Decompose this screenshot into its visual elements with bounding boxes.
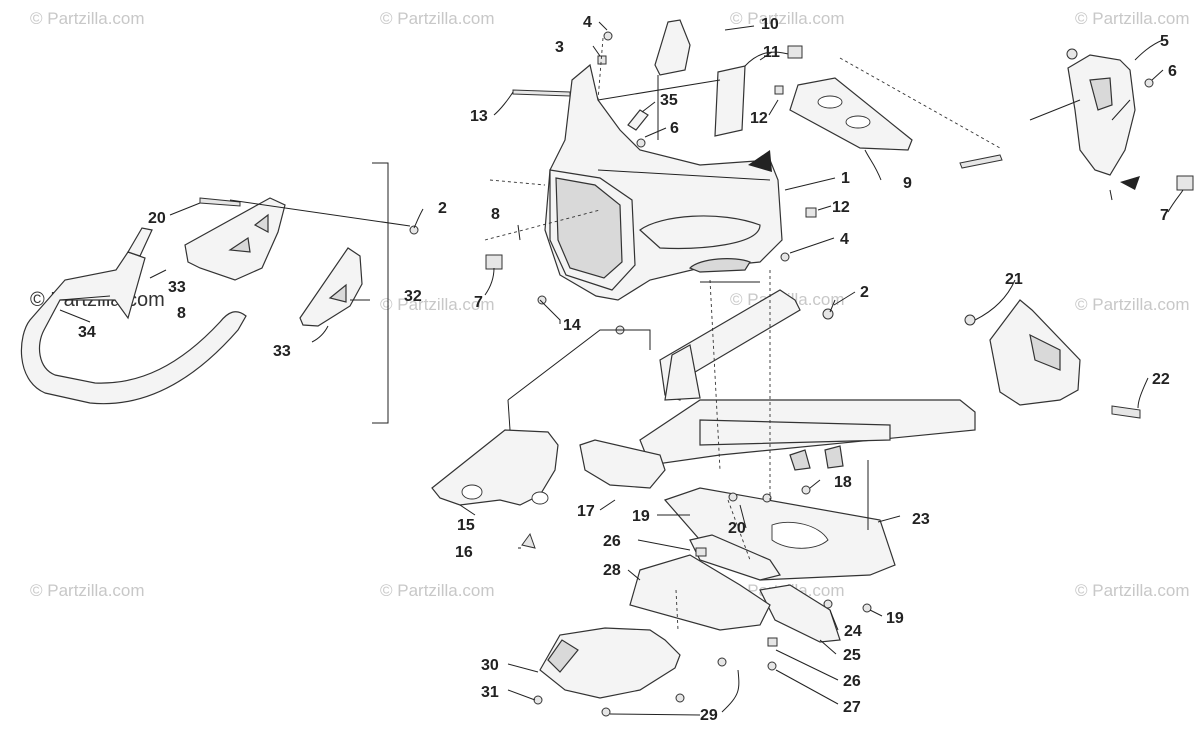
shield-30 <box>539 627 681 699</box>
callout-22: 22 <box>1152 371 1170 388</box>
callout-30: 30 <box>481 657 499 674</box>
part-11 <box>714 45 803 137</box>
callout-33: 33 <box>168 279 186 296</box>
arrow-indicator <box>748 150 772 172</box>
callout-27: 27 <box>843 699 861 716</box>
watermark: © Partzilla.com <box>30 9 145 28</box>
callout-7: 7 <box>474 294 483 311</box>
callout-2: 2 <box>860 284 869 301</box>
watermark: © Partzilla.com <box>30 581 145 600</box>
callout-4: 4 <box>583 14 592 31</box>
callout-14: 14 <box>563 317 581 334</box>
callout-28: 28 <box>603 562 621 579</box>
callout-12: 12 <box>750 110 768 127</box>
watermark: © Partzilla.com <box>730 9 845 28</box>
bracket-5 <box>1067 54 1136 201</box>
mount-21 <box>989 299 1081 406</box>
panel-10 <box>654 19 691 76</box>
assembly-lines <box>484 37 1001 631</box>
gasket-26 <box>689 534 781 581</box>
watermark: © Partzilla.com <box>380 295 495 314</box>
callout-8: 8 <box>491 206 500 223</box>
front-nose-frame <box>544 63 783 301</box>
callout-11: 11 <box>763 44 780 61</box>
callout-19: 19 <box>886 610 904 627</box>
strip-35 <box>627 109 649 131</box>
bracket-15 <box>431 429 559 506</box>
callout-33: 33 <box>273 343 291 360</box>
callout-25: 25 <box>843 647 861 664</box>
callout-10: 10 <box>761 16 779 33</box>
callout-35: 35 <box>660 92 678 109</box>
main-frame <box>579 289 976 489</box>
callout-17: 17 <box>577 503 595 520</box>
callout-29: 29 <box>700 707 718 724</box>
callout-23: 23 <box>912 511 930 528</box>
callout-21: 21 <box>1005 271 1023 288</box>
watermark: © Partzilla.com <box>380 9 495 28</box>
callout-1: 1 <box>841 170 850 187</box>
group-32-bracket <box>372 162 389 424</box>
connection-lines <box>229 75 1131 530</box>
callout-4: 4 <box>840 231 849 248</box>
callout-26: 26 <box>603 533 621 550</box>
watermark: © Partzilla.com <box>1075 581 1190 600</box>
callout-32: 32 <box>404 288 422 305</box>
skid-plate-23 <box>663 487 896 581</box>
callout-16: 16 <box>455 544 473 561</box>
callout-numbers: 1 2 2 3 4 4 5 6 6 7 7 8 8 9 10 11 12 12 … <box>78 14 1177 724</box>
callout-12: 12 <box>832 199 850 216</box>
callout-19: 19 <box>632 508 650 525</box>
callout-5: 5 <box>1160 33 1169 50</box>
callout-leaders <box>59 21 1184 716</box>
callout-2: 2 <box>438 200 447 217</box>
arrow-indicator <box>1120 176 1140 190</box>
callout-20: 20 <box>148 210 166 227</box>
watermark: © Partzilla.com <box>1075 295 1190 314</box>
plate-9 <box>789 77 913 151</box>
callout-8: 8 <box>177 305 186 322</box>
callout-31: 31 <box>481 684 499 701</box>
callout-18: 18 <box>834 474 852 491</box>
bumper-bracket-upper <box>184 197 286 281</box>
watermarks: © Partzilla.com © Partzilla.com © Partzi… <box>30 9 1190 600</box>
callout-6: 6 <box>670 120 679 137</box>
fasteners <box>199 31 1194 717</box>
callout-13: 13 <box>470 108 488 125</box>
watermark: © Partzilla.com <box>1075 9 1190 28</box>
bumper-bracket-lower <box>299 247 363 327</box>
callout-26: 26 <box>843 673 861 690</box>
plate-28 <box>629 554 771 631</box>
callout-6: 6 <box>1168 63 1177 80</box>
callout-3: 3 <box>555 39 564 56</box>
callout-34: 34 <box>78 324 96 341</box>
watermark: © Partzilla.com <box>380 581 495 600</box>
callout-24: 24 <box>844 623 862 640</box>
callout-7: 7 <box>1160 207 1169 224</box>
callout-15: 15 <box>457 517 475 534</box>
front-bumper <box>20 227 247 405</box>
plate-25 <box>759 584 841 643</box>
callout-9: 9 <box>903 175 912 192</box>
callout-20: 20 <box>728 520 746 537</box>
